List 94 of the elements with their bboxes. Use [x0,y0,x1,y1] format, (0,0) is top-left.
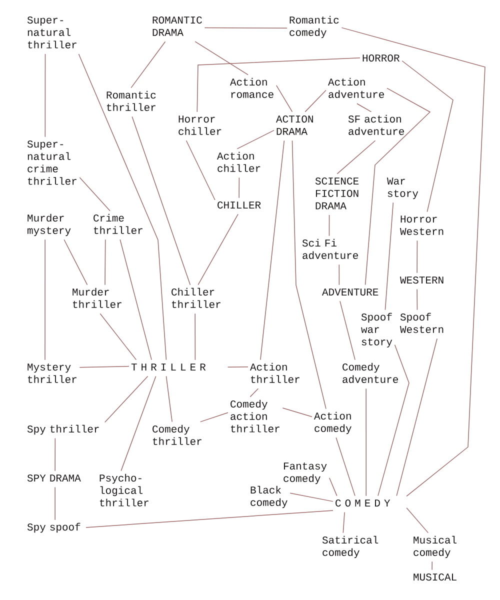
genre-label: T H R I L L E R [131,364,206,370]
genre-label: Horror Western [400,216,444,235]
genre-label: Action romance [230,78,274,98]
connector-line [336,140,376,174]
connector-line [194,41,248,76]
genre-label: SF action adventure [348,114,404,136]
genre-label: Spoof war story [361,312,392,348]
connector-line [236,130,274,150]
genre-label: Fantasy comedy [284,462,327,484]
genre-label: WESTERN [400,276,444,284]
connector-line [120,239,152,360]
connector-line [342,512,345,534]
genre-label: Action adventure [328,78,384,98]
connector-line [340,300,356,360]
connector-line [396,338,438,496]
connector-line [366,388,367,496]
connector-line [130,41,166,88]
connector-line [79,366,130,368]
genre-label: Black comedy [250,486,288,508]
connector-line [200,412,228,422]
genre-label: CHILLER [218,201,261,209]
connector-line [384,202,394,310]
connector-line [79,177,110,212]
genre-label: Spoof Western [400,312,444,333]
genre-label: Mystery thriller [28,364,76,383]
genre-label: Super- natural crime thriller [27,140,76,185]
connector-line [282,408,312,418]
genre-label: Action comedy [314,412,352,434]
connector-line [406,508,429,534]
genre-label: Psycho- logical thriller [100,474,148,506]
genre-label: Crime thriller [94,214,142,234]
connector-line [186,140,216,200]
connector-line [328,214,330,236]
connector-line [250,388,259,398]
genre-label: Comedy action thriller [230,400,280,432]
connector-line [44,54,46,138]
genre-label: Murder thriller [72,288,122,308]
connector-line [290,492,334,502]
connector-line [204,27,288,29]
genre-label: Romantic comedy [290,16,339,38]
connector-line [276,85,293,112]
genre-label: Sci Fi adventure [302,238,358,260]
genre-label: ACTION DRAMA [276,115,313,135]
genre-label: Comedy thriller [152,424,202,445]
connector-line [104,376,148,423]
connector-line [336,437,356,496]
connector-line [416,240,418,274]
genre-label: Spy thriller [27,424,99,435]
connector-line [198,214,238,286]
connector-line [227,366,248,368]
connector-line [166,376,172,422]
genre-label: C O M E D Y [336,499,390,507]
connector-line [54,486,56,520]
genre-label: Comedy adventure [342,362,398,384]
genre-label: Chiller thriller [172,288,220,308]
genre-label: HORROR [362,54,400,62]
connector-line [238,177,240,198]
connector-line [260,140,285,360]
connector-line [338,264,340,286]
genre-label: War story [387,178,418,200]
connector-line [132,116,191,286]
connector-line [292,140,326,410]
connector-line [304,90,326,112]
genre-label: Romantic thriller [106,90,156,111]
connector-line [402,60,454,212]
genre-label: Action chiller [217,152,260,172]
genre-label: Action thriller [250,362,300,383]
connector-line [54,438,56,472]
genre-label: Horror chiller [178,116,222,135]
connector-line [341,27,486,497]
connector-line [364,88,431,286]
genre-label: ROMANTIC DRAMA [152,16,202,36]
connector-line [78,54,167,360]
connector-line [356,103,372,112]
connector-line [194,313,196,360]
connector-line [378,344,410,496]
genre-label: MUSICAL [414,573,456,581]
genre-label: Super- natural thriller [27,16,76,48]
genre-label: Musical comedy [414,536,457,558]
genre-label: SCIENCE FICTION DRAMA [315,177,359,210]
genre-label: Satirical comedy [322,536,378,558]
genre-label: Spy spoof [27,522,80,533]
genre-label: SPY DRAMA [27,474,81,482]
connector-line [329,478,338,496]
genre-label: ADVENTURE [322,288,378,296]
connector-line [104,239,106,286]
connector-line [44,239,46,360]
genre-label: Murder mystery [28,214,71,236]
connector-line [100,313,137,360]
connector-line [86,510,334,528]
connector-line [196,58,360,112]
connector-line [64,239,88,286]
connector-line [120,376,156,472]
connector-line [416,288,418,310]
